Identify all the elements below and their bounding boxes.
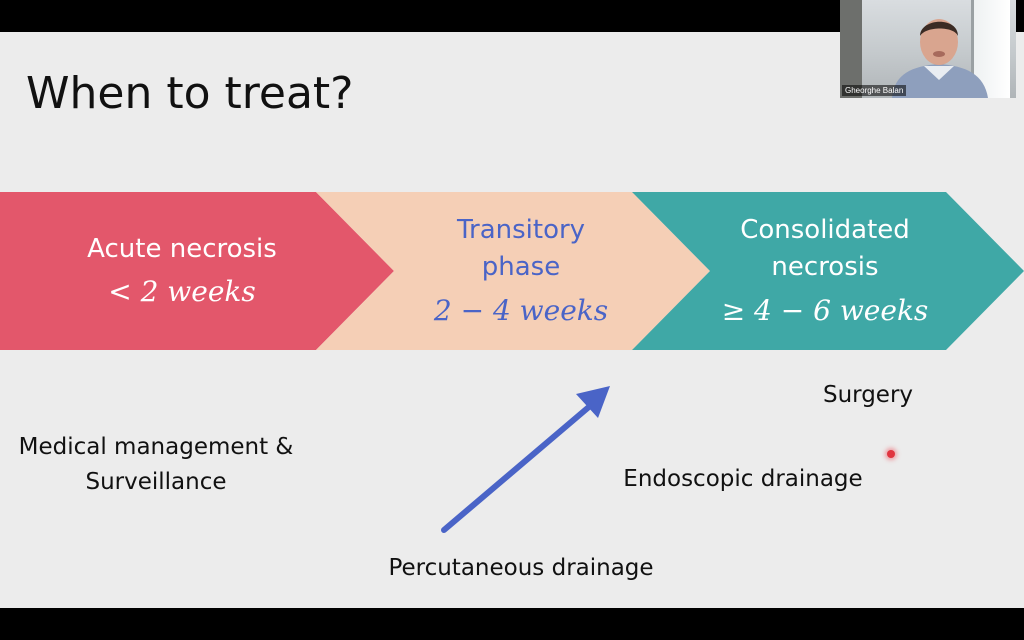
treatment-surgery: Surgery xyxy=(822,382,914,408)
treatment-percutaneous-drainage: Percutaneous drainage xyxy=(388,555,654,581)
phase-transitory-name: Transitory phase xyxy=(456,214,586,283)
participant-video-icon xyxy=(892,19,988,98)
arrow-shaft xyxy=(441,403,593,533)
laser-pointer-dot xyxy=(887,450,895,458)
phase-acute-name: Acute necrosis xyxy=(87,233,277,264)
treatment-medical-management: Medical management & Surveillance xyxy=(18,434,294,495)
phase-timeline: Acute necrosis < 2 weeks Transitory phas… xyxy=(0,192,1024,350)
phase-acute-range: < 2 weeks xyxy=(108,275,256,309)
phase-acute-chevron: Acute necrosis < 2 weeks xyxy=(0,192,394,350)
video-background-frame xyxy=(840,0,862,98)
participant-name-label: Gheorghe Balan xyxy=(842,85,907,96)
phase-transitory-range: 2 − 4 weeks xyxy=(433,294,609,328)
phase-consolidated-name: Consolidated necrosis xyxy=(740,214,910,283)
diagonal-arrow-icon xyxy=(441,386,610,533)
phase-consolidated-range: ≥ 4 − 6 weeks xyxy=(721,294,929,328)
slide-title: When to treat? xyxy=(26,68,354,119)
presentation-slide: When to treat? Acute necrosis < 2 weeks … xyxy=(0,32,1024,608)
participant-video-tile[interactable]: Gheorghe Balan xyxy=(840,0,1016,98)
treatment-endoscopic-drainage: Endoscopic drainage xyxy=(623,466,863,492)
arrow-head xyxy=(576,386,610,418)
